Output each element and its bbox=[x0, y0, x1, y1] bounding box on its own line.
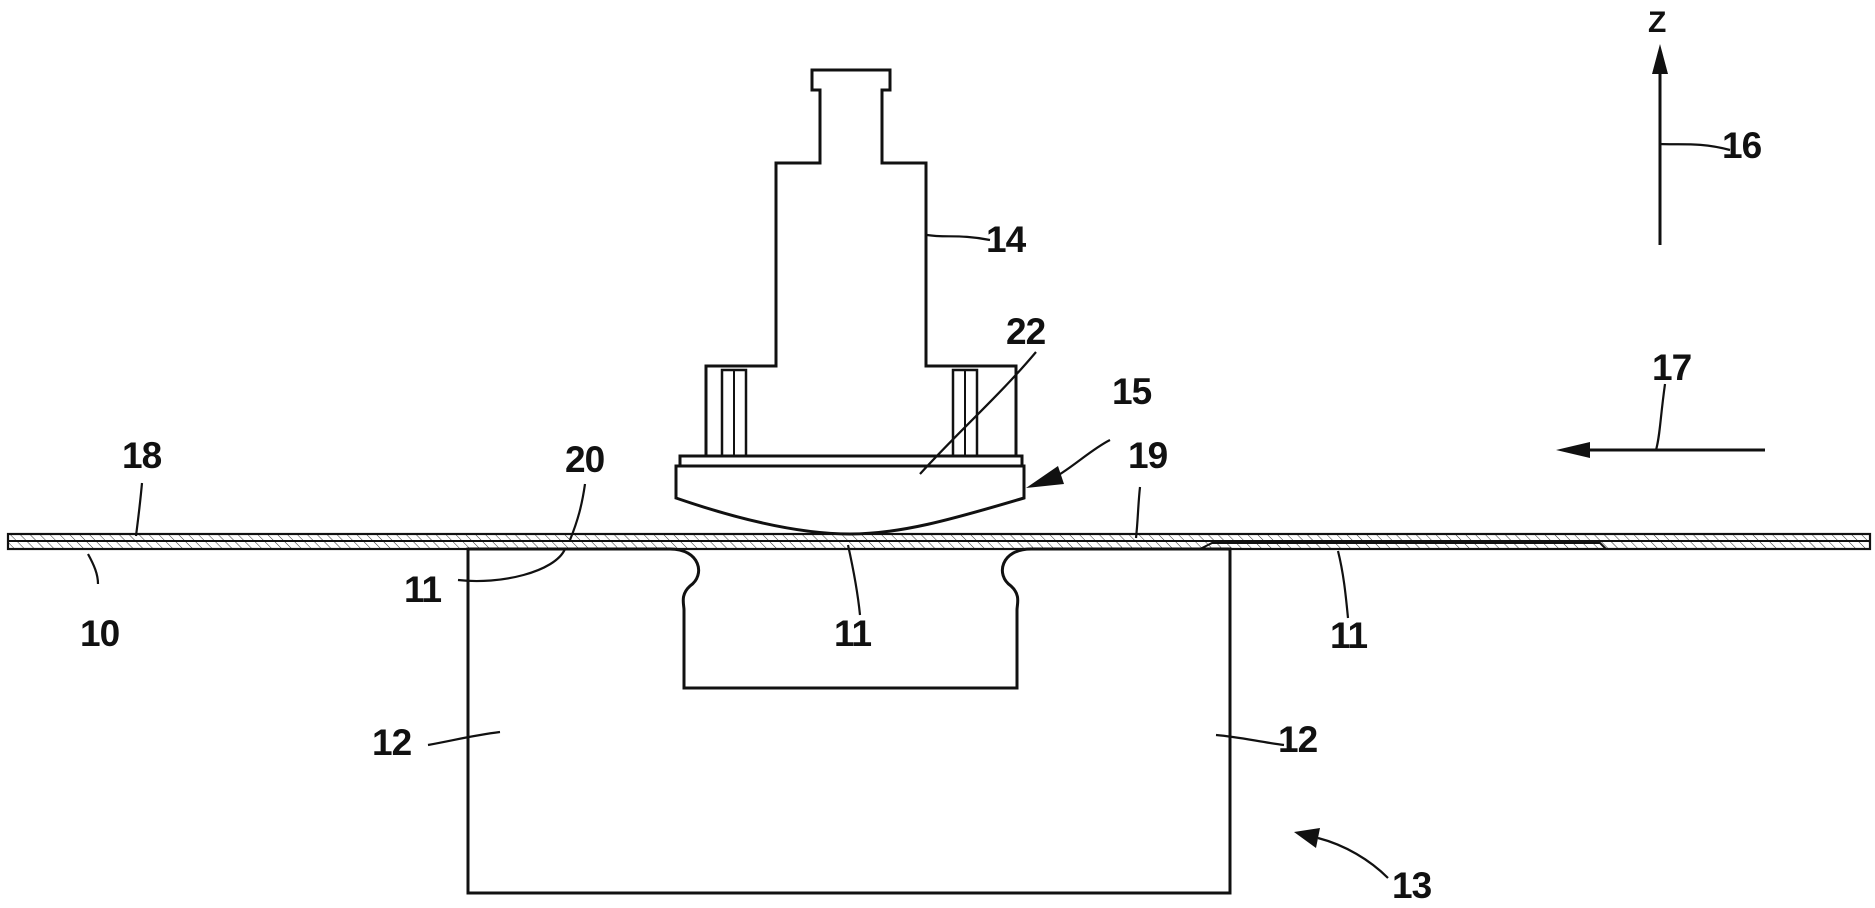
label-z-axis: Z bbox=[1648, 6, 1666, 39]
label-10: 10 bbox=[80, 613, 120, 654]
label-16: 16 bbox=[1722, 125, 1762, 166]
label-12-left: 12 bbox=[372, 722, 412, 763]
label-11-middle: 11 bbox=[834, 613, 872, 654]
leader-lines bbox=[88, 144, 1730, 745]
die-block bbox=[468, 549, 1230, 893]
guide-pin-left bbox=[722, 370, 746, 456]
label-19: 19 bbox=[1128, 435, 1168, 476]
label-17: 17 bbox=[1652, 347, 1691, 388]
guide-pin-right bbox=[953, 370, 977, 456]
arrow-15 bbox=[1026, 440, 1110, 488]
label-13: 13 bbox=[1392, 865, 1432, 906]
label-18: 18 bbox=[122, 435, 162, 476]
sheet-workpiece bbox=[8, 534, 1870, 549]
label-11-right: 11 bbox=[1330, 615, 1368, 656]
punch-tool bbox=[676, 70, 1024, 534]
label-15: 15 bbox=[1112, 371, 1152, 412]
label-22: 22 bbox=[1006, 311, 1046, 352]
label-11-left: 11 bbox=[404, 569, 442, 610]
label-20: 20 bbox=[565, 439, 605, 480]
arrow-13 bbox=[1294, 828, 1388, 878]
direction-arrow-17 bbox=[1556, 442, 1765, 458]
label-14: 14 bbox=[986, 219, 1027, 260]
label-12-right: 12 bbox=[1278, 719, 1318, 760]
